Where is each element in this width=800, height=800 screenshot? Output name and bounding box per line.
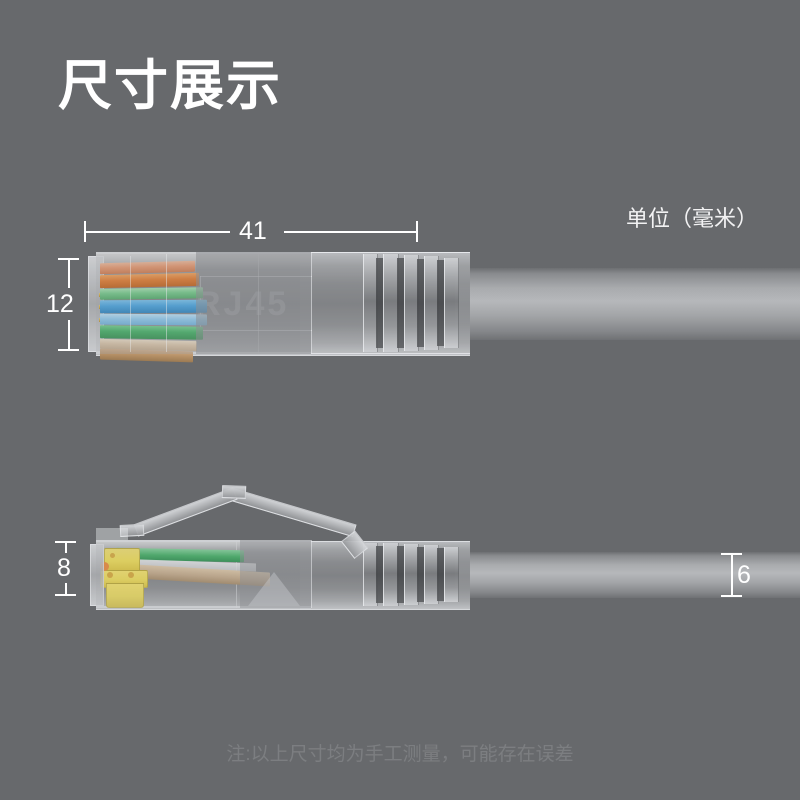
contact-pin <box>128 572 134 578</box>
housing-glass-overlay-rear <box>196 252 311 354</box>
boot-rib <box>444 547 459 602</box>
dimension-end-cap <box>58 349 79 351</box>
boot-groove <box>376 546 383 603</box>
contact-pin <box>110 553 115 558</box>
boot-edge-top <box>300 252 470 253</box>
dimension-label-gap <box>230 224 284 240</box>
nose-tab <box>96 528 128 542</box>
dimension-end-cap <box>721 595 742 597</box>
boot-rib <box>444 258 459 348</box>
dimension-end-cap <box>58 258 79 260</box>
dimension-end-cap <box>416 221 418 242</box>
dimension-value-8: 8 <box>57 554 71 582</box>
boot-groove <box>397 546 404 603</box>
housing-top-edge <box>96 540 311 542</box>
dimension-label-gap <box>57 553 74 583</box>
footnote: 注:以上尺寸均为手工测量，可能存在误差 <box>226 744 574 765</box>
boot-groove <box>417 259 424 347</box>
dimension-end-cap <box>721 553 742 555</box>
internal-wedge <box>248 572 300 606</box>
unit-label: 单位（毫米） <box>626 206 759 231</box>
dimension-value-12: 12 <box>46 290 74 318</box>
page-title: 尺寸展示 <box>58 56 282 116</box>
cable-top-view <box>455 268 800 340</box>
boot-groove <box>376 258 383 348</box>
dimension-value-6: 6 <box>737 561 751 589</box>
contact-carrier-foot <box>106 583 144 608</box>
housing-inner-line <box>311 252 312 354</box>
cable-side-view <box>455 552 800 598</box>
dimension-end-cap <box>84 221 86 242</box>
housing-bottom-edge <box>96 606 311 608</box>
housing-glass-overlay-side-rear <box>240 540 311 608</box>
dimension-end-cap <box>55 594 76 596</box>
dimension-value-41: 41 <box>239 217 267 245</box>
dimension-end-cap <box>55 541 76 543</box>
contact-pin-orange <box>100 562 109 571</box>
housing-seam <box>130 256 131 352</box>
locking-clip-rear-arm <box>230 488 357 538</box>
boot-groove <box>397 258 404 348</box>
contact-pin <box>107 572 113 578</box>
boot-groove <box>417 547 424 602</box>
dimension-line <box>731 553 733 597</box>
boot-edge-bottom <box>300 353 470 354</box>
housing-seam <box>166 254 167 352</box>
housing-inner-line <box>311 540 312 608</box>
boot-groove <box>437 260 444 346</box>
nose-block-side <box>90 544 104 606</box>
dimension-label-gap <box>60 288 78 320</box>
boot-groove <box>437 548 444 601</box>
locking-clip-apex <box>221 485 247 499</box>
